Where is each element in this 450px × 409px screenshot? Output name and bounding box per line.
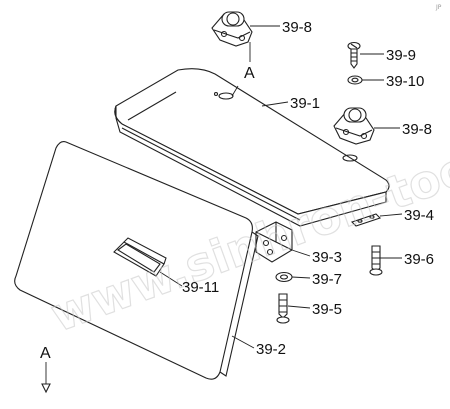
washer-39-10 <box>347 75 363 85</box>
hinge-top <box>211 11 253 47</box>
handle-39-11 <box>113 237 167 277</box>
screw-39-5 <box>276 293 290 324</box>
label-39-11: 39-11 <box>182 279 219 296</box>
screw-39-9 <box>347 41 361 69</box>
label-39-10: 39-10 <box>386 73 424 90</box>
view-a-letter-bottom: A <box>40 345 51 362</box>
label-39-4: 39-4 <box>404 207 434 224</box>
label-39-9: 39-9 <box>386 47 416 64</box>
label-39-2: 39-2 <box>256 341 286 358</box>
view-a-bottom-marker <box>41 362 51 394</box>
label-39-8-top: 39-8 <box>282 19 312 36</box>
hinge-right <box>333 107 375 145</box>
label-39-5: 39-5 <box>312 301 342 318</box>
leader-lines <box>159 25 403 349</box>
label-39-1: 39-1 <box>290 95 320 112</box>
screw-39-6 <box>369 245 383 276</box>
view-a-letter-top: A <box>244 65 255 82</box>
bracket-39-3 <box>255 221 293 263</box>
strip-plate-39-4 <box>350 213 382 227</box>
label-39-6: 39-6 <box>404 251 434 268</box>
view-a-top-marker <box>231 42 251 97</box>
upper-shelf-panel <box>114 68 390 227</box>
label-39-8-right: 39-8 <box>402 121 432 138</box>
corner-mark: JP <box>435 4 442 11</box>
washer-39-7 <box>275 271 293 283</box>
label-39-3: 39-3 <box>312 249 342 266</box>
label-39-7: 39-7 <box>312 271 342 288</box>
